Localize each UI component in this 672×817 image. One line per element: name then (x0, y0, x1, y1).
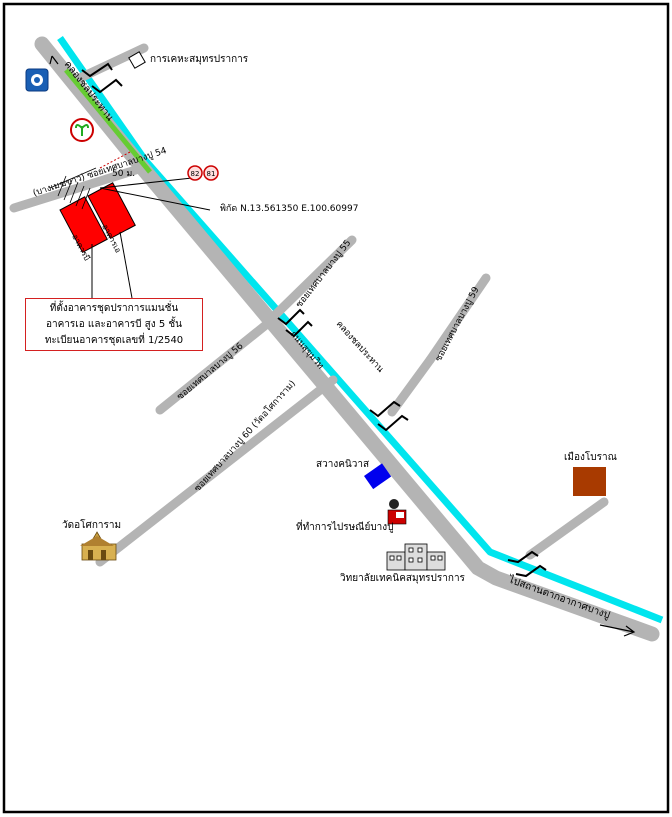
building-b (59, 196, 108, 254)
road-soi-55 (263, 235, 357, 327)
road-soi-59 (387, 355, 435, 417)
distance-line (99, 151, 131, 169)
route-82-label: 82 (191, 170, 200, 178)
college-icon[interactable] (386, 543, 446, 571)
canal (57, 35, 664, 624)
main-road (34, 36, 660, 642)
road-soi-60 (95, 375, 338, 567)
bank-branch-icon[interactable] (70, 118, 94, 142)
krungthai-bank-logo[interactable] (25, 68, 49, 92)
info-box-line-3: ทะเบียนอาคารชุดเลขที่ 1/2540 (44, 335, 184, 346)
college-label: วิทยาลัยเทคนิคสมุทรปราการ (340, 573, 466, 584)
ancient-city-label: เมืองโบราณ (564, 450, 617, 463)
temple-label: วัดอโศการาม (62, 518, 121, 531)
sawang-label: สวางคนิวาส (316, 459, 369, 470)
bridge-bottom (507, 550, 547, 578)
road-soi-56 (155, 315, 277, 415)
bridges (81, 62, 547, 578)
bridge-top (81, 62, 123, 94)
distance-label: 50 ม. (112, 169, 135, 179)
revenue-office-label: การเคหะสมุทรปราการ (150, 54, 249, 65)
leader-lines (91, 177, 211, 299)
building-a (87, 182, 136, 240)
sawang-marker[interactable] (364, 463, 392, 490)
temple-icon[interactable] (80, 531, 117, 561)
direction-arrow-icon (599, 624, 636, 637)
green-strip (64, 68, 152, 174)
coordinates-label: พิกัด N.13.561350 E.100.60997 (220, 203, 358, 214)
north-arrow-icon (49, 55, 59, 65)
post-office-label: ที่ทำการไปรษณีย์บางปู (296, 519, 394, 533)
route-81-icon (203, 165, 219, 181)
info-box-line-1: ที่ตั้งอาคารชุดปราการแมนชั่น (49, 303, 179, 314)
ancient-city-marker[interactable] (573, 467, 606, 496)
road-top-branch (75, 43, 149, 83)
info-box: ที่ตั้งอาคารชุดปราการแมนชั่น อาคารเอ และ… (25, 298, 203, 351)
info-box-line-2: อาคารเอ และอาคารบี สูง 5 ชั้น (46, 319, 182, 330)
side-roads (9, 43, 609, 567)
hatch-area (49, 167, 97, 210)
post-office-icon[interactable] (387, 499, 407, 525)
route-shields: 82 81 (187, 165, 219, 181)
road-soi-59-ext (425, 273, 491, 365)
route-81-label: 81 (207, 170, 216, 178)
revenue-office-marker[interactable] (128, 51, 146, 69)
road-ancient-city (525, 497, 609, 560)
bridge-soi-59 (369, 400, 409, 432)
road-soi-54 (9, 163, 147, 213)
bridge-soi-55 (277, 308, 313, 338)
route-82-icon (187, 165, 203, 181)
condominium-buildings: อาคารเอ อาคารบี (59, 182, 136, 262)
